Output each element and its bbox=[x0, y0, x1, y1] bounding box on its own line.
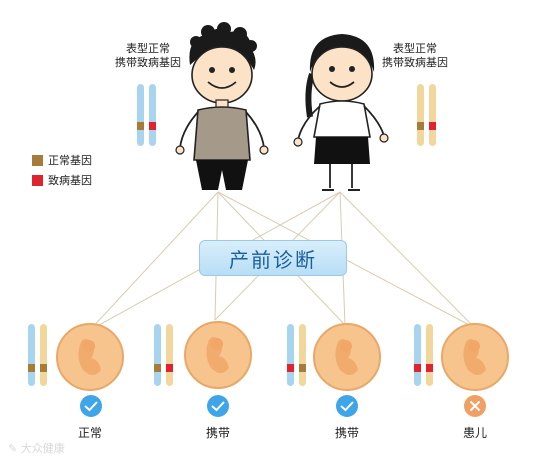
child-4-cross-icon bbox=[464, 395, 486, 417]
mother-chromosome-pair bbox=[417, 84, 436, 146]
child-4-chromosome-pair bbox=[414, 324, 433, 386]
legend-swatch-normal bbox=[32, 154, 43, 166]
prenatal-diagnosis-label: 产前诊断 bbox=[229, 247, 317, 272]
child-2-chromosome-pair bbox=[154, 324, 173, 386]
legend-swatch-disease bbox=[32, 174, 43, 186]
child-3-check-icon bbox=[336, 395, 358, 417]
father-caption-line2: 携带致病基因 bbox=[115, 56, 181, 69]
child-4-fetus bbox=[441, 323, 509, 391]
child-4-label: 患儿 bbox=[462, 426, 487, 440]
mother-caption: 表型正常 携带致病基因 bbox=[375, 42, 455, 70]
child-2-check-icon bbox=[207, 395, 229, 417]
mother-figure bbox=[293, 34, 389, 191]
mother-caption-line2: 携带致病基因 bbox=[382, 56, 448, 69]
child-3-chromosome-pair bbox=[287, 324, 306, 386]
child-1-label: 正常 bbox=[77, 426, 102, 440]
legend-item-disease: 致病基因 bbox=[32, 172, 92, 188]
father-caption-line1: 表型正常 bbox=[126, 42, 170, 55]
legend-item-normal: 正常基因 bbox=[32, 152, 92, 168]
child-3-label: 携带 bbox=[334, 426, 359, 440]
child-1-check-icon bbox=[80, 395, 102, 417]
father-figure bbox=[175, 22, 269, 190]
father-chromosome-pair bbox=[137, 84, 156, 146]
father-caption: 表型正常 携带致病基因 bbox=[108, 42, 188, 70]
legend-label: 致病基因 bbox=[48, 174, 92, 187]
mother-caption-line1: 表型正常 bbox=[393, 42, 437, 55]
child-1-chromosome-pair bbox=[28, 324, 47, 386]
child-3-fetus bbox=[313, 323, 381, 391]
child-2-label: 携带 bbox=[205, 426, 230, 440]
prenatal-diagnosis-box: 产前诊断 bbox=[199, 240, 347, 276]
child-1-fetus bbox=[56, 323, 124, 391]
watermark-icon: ✎ bbox=[8, 442, 21, 455]
child-2-fetus bbox=[184, 321, 252, 389]
watermark: ✎ 大众健康 bbox=[8, 440, 65, 456]
legend: 正常基因 致病基因 bbox=[32, 152, 92, 188]
legend-label: 正常基因 bbox=[48, 154, 92, 167]
watermark-text: 大众健康 bbox=[20, 442, 65, 455]
